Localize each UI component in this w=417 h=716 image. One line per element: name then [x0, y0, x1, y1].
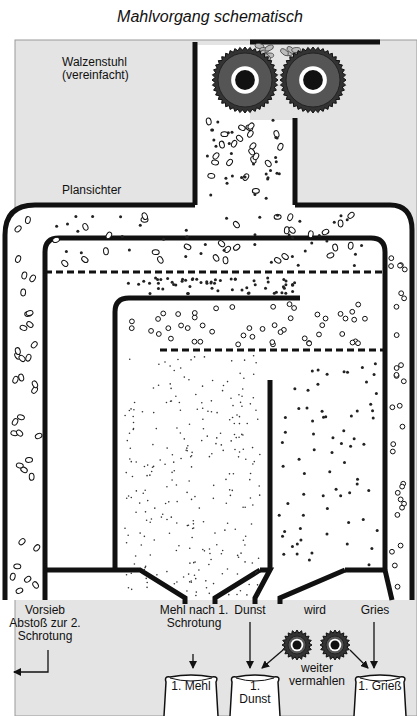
part-label: Vorsieb Abstoß zur 2. Schrotung — [8, 604, 82, 643]
part-label: weiter vermahlen — [286, 662, 348, 688]
part-label: Plansichter — [62, 184, 182, 197]
part-label: wird — [298, 604, 332, 617]
part-label: Gries — [355, 604, 395, 617]
sack-outline — [160, 672, 222, 716]
sieve — [45, 272, 385, 350]
part-label: Dunst — [230, 604, 270, 617]
hopper — [195, 42, 380, 205]
grain-particles — [10, 43, 408, 596]
sifter-housing — [5, 205, 412, 604]
diagram-title: Mahlvorgang schematisch — [60, 8, 360, 26]
sack-outline — [350, 672, 410, 716]
roller-mill — [212, 47, 350, 660]
part-label: Mehl nach 1. Schrotung — [157, 604, 231, 630]
sack: 1. Dunst — [226, 672, 284, 716]
sack: 1. Grieß — [350, 672, 410, 716]
sack-label: 1. Grieß — [358, 672, 402, 693]
sack-label: 1. Dunst — [234, 672, 276, 706]
sack-label: 1. Mehl — [168, 672, 214, 693]
machine-interior — [5, 45, 412, 600]
part-label: Walzenstuhl (vereinfacht) — [62, 56, 182, 82]
sack: 1. Mehl — [160, 672, 222, 716]
